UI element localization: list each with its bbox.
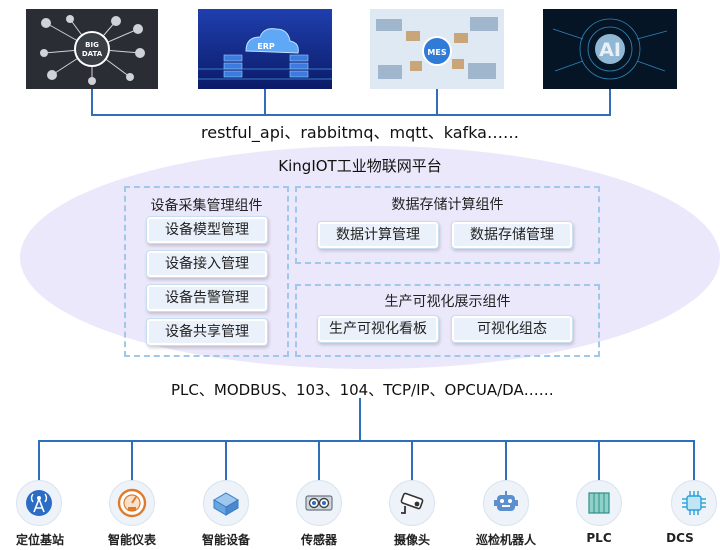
mes-image: MES <box>370 9 504 89</box>
visual-configuration-button[interactable]: 可视化组态 <box>451 315 573 343</box>
bottom-protocols-label: PLC、MODBUS、103、104、TCP/IP、OPCUA/DA…… <box>171 381 554 399</box>
connector-line <box>131 440 133 482</box>
svg-text:BIG: BIG <box>85 41 99 49</box>
visualization-group: 生产可视化展示组件 <box>295 284 600 357</box>
connector-line <box>609 89 611 116</box>
svg-text:MES: MES <box>427 48 446 57</box>
device-plc <box>569 480 629 526</box>
connector-line <box>91 89 93 116</box>
ai-image: AI <box>543 9 677 89</box>
data-storage-group: 数据存储计算组件 <box>295 186 600 264</box>
connector-line <box>318 440 320 482</box>
device-label: 巡检机器人 <box>475 533 536 547</box>
device-smart-meter <box>102 480 162 526</box>
connector-line <box>38 440 40 482</box>
connector-line <box>38 440 695 442</box>
data-compute-button[interactable]: 数据计算管理 <box>317 221 439 249</box>
device-camera <box>382 480 442 526</box>
device-smart-equipment <box>196 480 256 526</box>
device-label: 摄像头 <box>393 533 430 547</box>
group-title: 生产可视化展示组件 <box>384 294 511 310</box>
chip-icon <box>671 480 717 526</box>
connector-line <box>411 440 413 482</box>
device-label: 智能仪表 <box>107 533 156 547</box>
device-label: 传感器 <box>300 533 337 547</box>
device-management-group: 设备采集管理组件 <box>124 186 289 357</box>
svg-text:ERP: ERP <box>257 42 275 51</box>
platform-title: KingIOT工业物联网平台 <box>278 157 442 175</box>
erp-image: ERP <box>198 9 332 89</box>
plc-icon <box>576 480 622 526</box>
device-sensor <box>289 480 349 526</box>
data-storage-button[interactable]: 数据存储管理 <box>451 221 573 249</box>
device-label: DCS <box>666 531 694 545</box>
connector-line <box>505 440 507 482</box>
connector-line <box>359 398 361 440</box>
connector-line <box>598 440 600 482</box>
antenna-icon <box>16 480 62 526</box>
device-dcs <box>664 480 720 526</box>
top-protocols-label: restful_api、rabbitmq、mqtt、kafka…… <box>201 123 519 142</box>
device-model-button[interactable]: 设备模型管理 <box>146 216 268 244</box>
sensor-icon <box>296 480 342 526</box>
connector-line <box>436 89 438 116</box>
device-label: 智能设备 <box>201 533 250 547</box>
device-inspection-robot <box>476 480 536 526</box>
device-positioning-station <box>9 480 69 526</box>
device-access-button[interactable]: 设备接入管理 <box>146 250 268 278</box>
gauge-icon <box>109 480 155 526</box>
device-alarm-button[interactable]: 设备告警管理 <box>146 284 268 312</box>
svg-text:AI: AI <box>599 39 621 61</box>
connector-line <box>693 440 695 482</box>
device-stack-icon <box>203 480 249 526</box>
big-data-image: BIG DATA <box>26 9 158 89</box>
device-label: 定位基站 <box>15 533 64 547</box>
connector-line <box>225 440 227 482</box>
device-share-button[interactable]: 设备共享管理 <box>146 318 268 346</box>
group-title: 设备采集管理组件 <box>150 198 263 214</box>
camera-icon <box>389 480 435 526</box>
production-dashboard-button[interactable]: 生产可视化看板 <box>317 315 439 343</box>
group-title: 数据存储计算组件 <box>391 197 504 213</box>
connector-line <box>264 89 266 116</box>
device-label: PLC <box>586 531 612 545</box>
robot-icon <box>483 480 529 526</box>
connector-line <box>91 114 611 116</box>
svg-text:DATA: DATA <box>82 50 103 58</box>
